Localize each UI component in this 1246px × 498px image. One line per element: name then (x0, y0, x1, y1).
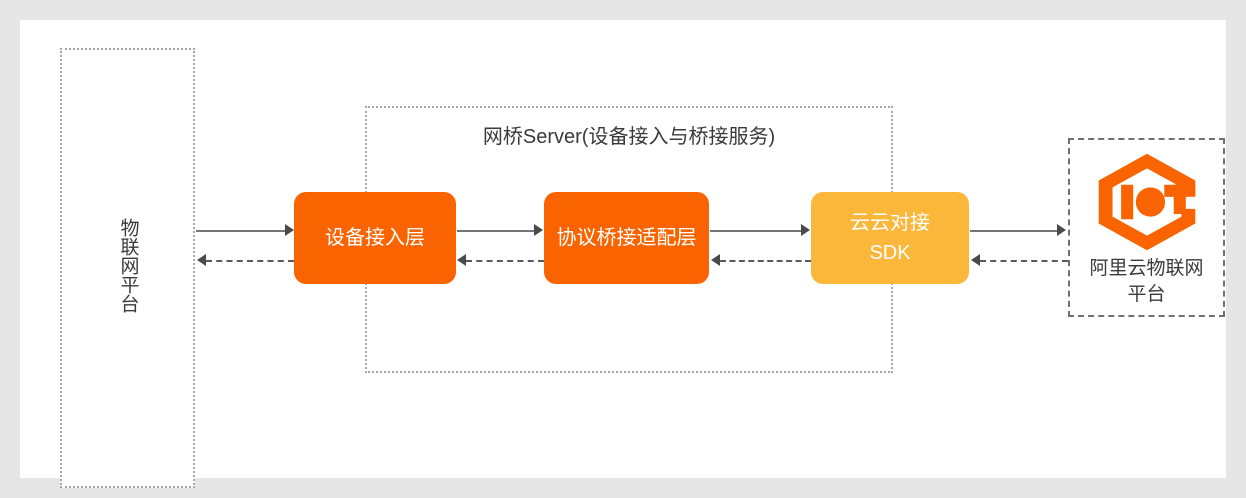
connector-platform-to-access-arrowhead (285, 224, 294, 236)
aliyun-iot-platform-label: 阿里云物联网平台 (1089, 256, 1203, 308)
stage-cloud-to-cloud-sdk-label-line2: SDK (869, 242, 911, 264)
stage-device-access-layer-label: 设备接入层 (325, 227, 425, 249)
left-iot-platform-box: 物联网平台 (60, 48, 195, 488)
connector-sdk-to-aliyun-solid (970, 230, 1058, 232)
connector-access-to-platform-dashed (206, 260, 294, 262)
stage-cloud-to-cloud-sdk-label: 云云对接 SDK (850, 208, 930, 268)
aliyun-iot-platform-box: 阿里云物联网平台 (1068, 138, 1225, 317)
connector-aliyun-to-sdk-arrowhead (971, 254, 980, 266)
stage-cloud-to-cloud-sdk-label-line1: 云云对接 (850, 212, 930, 234)
left-iot-platform-label: 物联网平台 (117, 217, 139, 313)
connector-platform-to-access-solid (196, 230, 286, 232)
connector-sdk-to-aliyun-arrowhead (1057, 224, 1066, 236)
connector-access-to-platform-arrowhead (197, 254, 206, 266)
connector-aliyun-to-sdk-dashed (980, 260, 1068, 262)
stage-cloud-to-cloud-sdk[interactable]: 云云对接 SDK (811, 192, 969, 284)
stage-protocol-bridge-adapter-layer-label: 协议桥接适配层 (556, 227, 697, 249)
aliyun-iot-platform-label-line1: 阿里云物联网 (1089, 258, 1204, 279)
iot-hexagon-logo-icon (1098, 153, 1195, 251)
stage-device-access-layer[interactable]: 设备接入层 (294, 192, 456, 284)
stage-protocol-bridge-adapter-layer[interactable]: 协议桥接适配层 (544, 192, 709, 284)
bridge-server-title: 网桥Server(设备接入与桥接服务) (482, 126, 776, 148)
diagram-canvas: 物联网平台 网桥Server(设备接入与桥接服务) 设备接入层 协议桥接适配层 … (20, 20, 1226, 488)
aliyun-iot-platform-label-line2: 平台 (1127, 284, 1166, 305)
